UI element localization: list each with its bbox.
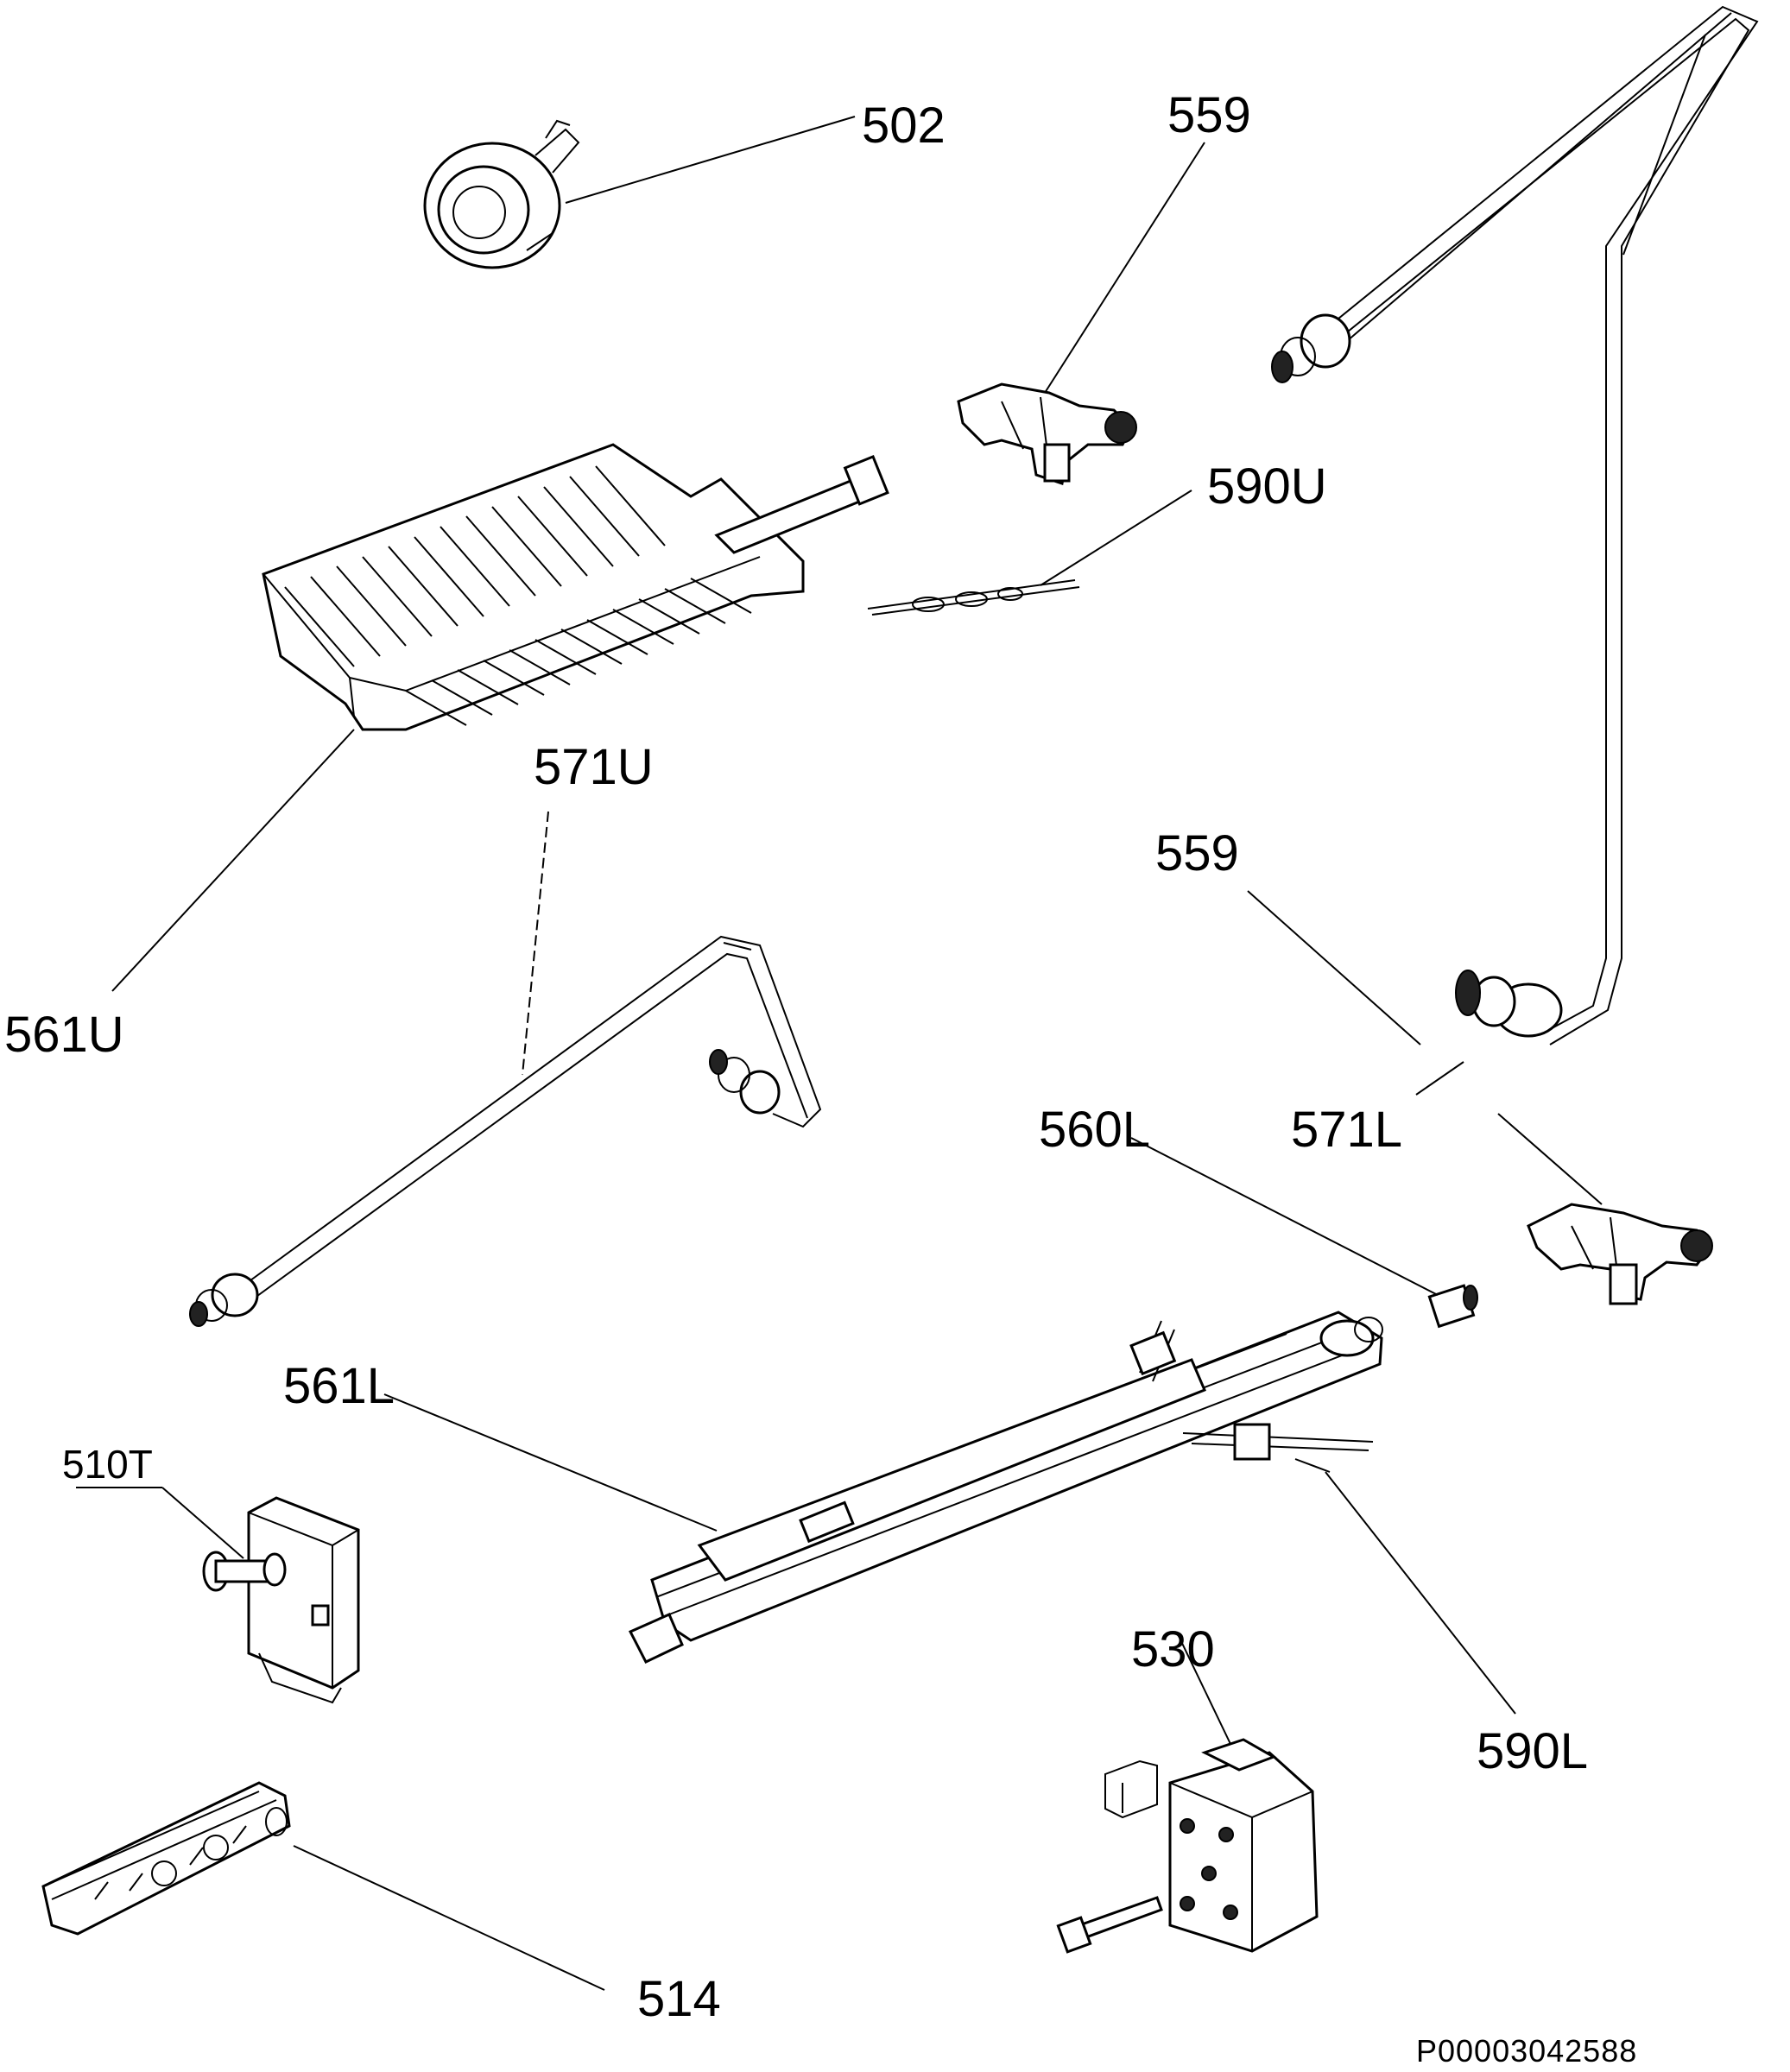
leader-561U (111, 729, 355, 992)
leader-559-mid (1247, 890, 1421, 1045)
drawing-code: P00003042588 (1416, 2033, 1637, 2069)
leader-502 (565, 116, 856, 204)
callout-571L: 571L (1291, 1102, 1402, 1158)
leader-590L (1325, 1471, 1516, 1715)
callout-590U: 590U (1207, 458, 1327, 515)
callout-559-mid: 559 (1155, 825, 1239, 881)
leader-559-top (1044, 142, 1205, 394)
leader-559-mid-b (1497, 1113, 1603, 1205)
part-514-ignition-module (41, 1781, 291, 1936)
part-590L-thermocouple (1182, 1423, 1374, 1473)
leader-560L (1130, 1137, 1439, 1296)
callout-502: 502 (862, 98, 946, 154)
part-561L-burner (628, 1311, 1383, 1664)
callout-561L: 561L (283, 1358, 395, 1414)
part-560L-injector (1427, 1284, 1478, 1329)
callout-571U: 571U (534, 739, 654, 795)
part-510T-box (202, 1496, 360, 1704)
callout-559-top: 559 (1167, 87, 1251, 143)
part-559-top-valve (957, 382, 1137, 485)
part-571L-pipe (1271, 5, 1759, 1045)
callout-590L: 590L (1477, 1723, 1588, 1779)
part-559-mid-valve (1527, 1203, 1713, 1305)
leader-571L (1415, 1061, 1464, 1096)
part-530-block (1056, 1738, 1319, 1954)
leader-561L (383, 1393, 718, 1532)
callout-510T: 510T (62, 1442, 153, 1487)
part-561U-burner (262, 443, 889, 731)
leader-590U (1040, 490, 1192, 586)
leader-514 (293, 1845, 605, 1991)
burner-fins (284, 465, 752, 726)
part-502-knob (423, 119, 580, 269)
part-590U-thermocouple (867, 579, 1080, 616)
callout-530: 530 (1131, 1621, 1215, 1677)
part-571U-pipe (189, 935, 822, 1327)
leader-571U (522, 811, 549, 1076)
callout-560L: 560L (1039, 1102, 1150, 1158)
callout-561U: 561U (4, 1007, 124, 1063)
leader-530 (1178, 1635, 1231, 1745)
callout-514: 514 (637, 1971, 721, 2027)
leader-510T (161, 1487, 244, 1559)
